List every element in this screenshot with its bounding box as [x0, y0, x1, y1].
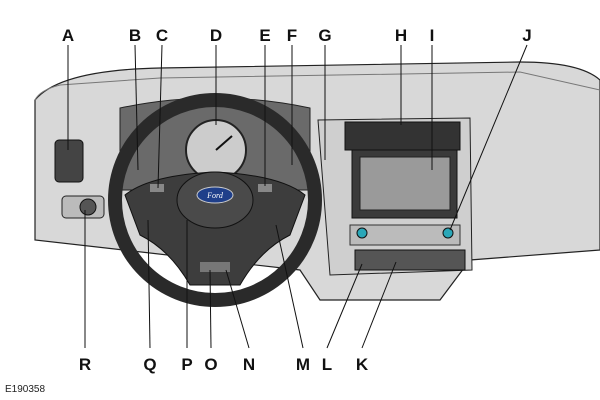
- callout-q: Q: [143, 355, 157, 374]
- callout-e: E: [259, 26, 271, 45]
- callout-a: A: [61, 26, 75, 45]
- ford-logo: Ford: [206, 191, 224, 200]
- figure-id: E190358: [5, 384, 46, 395]
- callout-h: H: [394, 26, 408, 45]
- callout-o: O: [204, 355, 218, 374]
- callout-k: K: [355, 355, 369, 374]
- callout-r: R: [78, 355, 92, 374]
- callout-d: D: [209, 26, 223, 45]
- callout-p: P: [181, 355, 193, 374]
- callout-b: B: [128, 26, 142, 45]
- callout-l: L: [321, 355, 333, 374]
- callout-j: J: [522, 26, 532, 45]
- callout-c: C: [155, 26, 169, 45]
- callout-g: G: [318, 26, 332, 45]
- callout-m: M: [295, 355, 311, 374]
- callout-f: F: [286, 26, 298, 45]
- callout-n: N: [242, 355, 256, 374]
- leader-lines: [67, 44, 528, 349]
- callout-i: I: [429, 26, 435, 45]
